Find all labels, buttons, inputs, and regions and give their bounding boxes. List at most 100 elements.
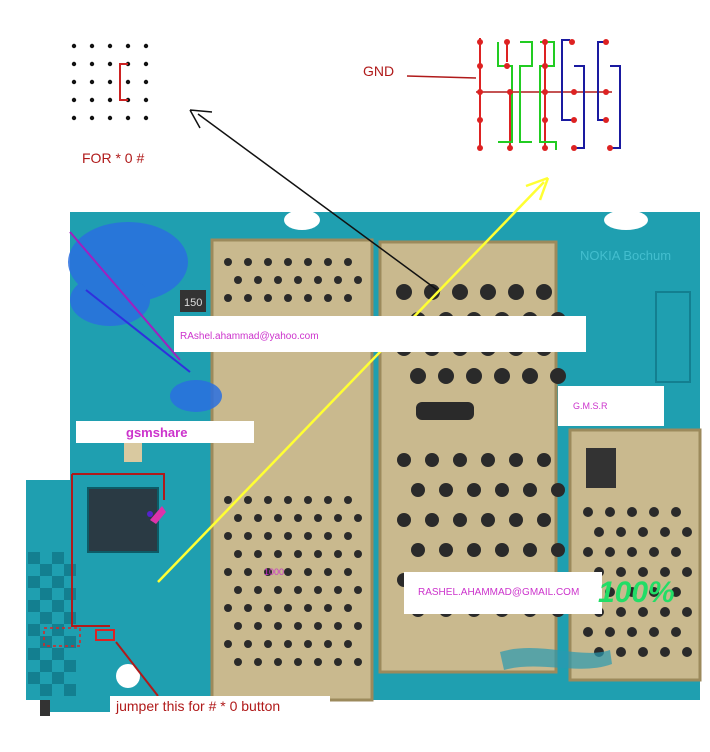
checker-cell: [52, 576, 64, 588]
shield-hole: [410, 368, 426, 384]
shield-hole: [264, 532, 272, 540]
shield-hole: [224, 532, 232, 540]
shield-hole: [284, 258, 292, 266]
shield-hole: [334, 550, 342, 558]
gsmshare-label: gsmshare: [126, 425, 188, 440]
checker-cell: [64, 588, 76, 600]
ic-chip: [87, 487, 159, 553]
checker-cell: [28, 672, 40, 684]
purple-dot: [147, 511, 153, 517]
shield-hole: [354, 550, 362, 558]
shield-hole: [354, 276, 362, 284]
yellow-arrow: [157, 181, 545, 583]
shield-hole: [354, 658, 362, 666]
shield-hole: [294, 514, 302, 522]
checker-cell: [64, 660, 76, 672]
shield-hole: [638, 647, 648, 657]
shield-hole: [234, 514, 242, 522]
shield-hole: [627, 587, 637, 597]
gnd-trace-schematic: [406, 38, 621, 151]
shield-hole: [324, 294, 332, 302]
shield-hole: [254, 276, 262, 284]
shield-hole: [627, 507, 637, 517]
keypad-dot: [71, 43, 77, 49]
shield-hole: [314, 276, 322, 284]
checker-cell: [28, 648, 40, 660]
keypad-dot: [89, 61, 95, 67]
shield-hole: [304, 294, 312, 302]
shield-slot: [416, 402, 474, 420]
shield-hole: [234, 550, 242, 558]
shield-hole: [244, 532, 252, 540]
shield-mark-label: 1000: [264, 567, 285, 577]
shield-hole: [334, 658, 342, 666]
shield-hole: [481, 513, 495, 527]
shield-hole: [649, 547, 659, 557]
shield-hole: [649, 627, 659, 637]
shield-hole: [264, 568, 272, 576]
shield-hole: [411, 543, 425, 557]
shield-hole: [616, 607, 626, 617]
shield-hole: [284, 532, 292, 540]
shield-hole: [467, 483, 481, 497]
for-code-label: FOR * 0 #: [82, 150, 145, 166]
shield-hole: [627, 547, 637, 557]
shield-hole: [439, 483, 453, 497]
shield-hole: [344, 496, 352, 504]
shield-hole: [314, 658, 322, 666]
shield-hole: [616, 647, 626, 657]
shield-hole: [480, 284, 496, 300]
shield-hole: [605, 627, 615, 637]
shield-hole: [583, 627, 593, 637]
shield-hole: [494, 368, 510, 384]
shield-hole: [254, 514, 262, 522]
shield-holes: [224, 258, 692, 666]
shield-hole: [324, 532, 332, 540]
shield-hole: [304, 640, 312, 648]
checker-cell: [64, 636, 76, 648]
shield-hole: [344, 640, 352, 648]
keypad-dot: [143, 61, 149, 67]
checker-cell: [28, 576, 40, 588]
gmsr-box: [558, 386, 664, 426]
shield-hole: [284, 640, 292, 648]
keypad-dot: [125, 43, 131, 49]
shield-hole: [244, 604, 252, 612]
keypad-dot: [143, 43, 149, 49]
shield-hole: [304, 496, 312, 504]
keypad-dot: [143, 115, 149, 121]
shield-hole: [452, 284, 468, 300]
yellow-arrowhead: [525, 176, 550, 201]
checker-cell: [40, 660, 52, 672]
shield-hole: [616, 527, 626, 537]
shield-hole: [522, 368, 538, 384]
shield-hole: [425, 453, 439, 467]
component-150-text: 150: [184, 297, 202, 309]
keypad-dot: [107, 79, 113, 85]
shield-hole: [324, 496, 332, 504]
shield-hole: [508, 284, 524, 300]
checker-cell: [28, 552, 40, 564]
keypad-dot: [143, 79, 149, 85]
magenta-mark: [150, 506, 166, 524]
shield-hole: [660, 647, 670, 657]
shield-hole: [396, 284, 412, 300]
checker-cell: [52, 552, 64, 564]
shield-hole: [264, 294, 272, 302]
gnd-label: GND: [363, 63, 395, 79]
shield-hole: [284, 604, 292, 612]
shield-hole: [523, 543, 537, 557]
checker-cell: [64, 612, 76, 624]
shield-hole: [344, 258, 352, 266]
gmsr-label: G.M.S.R: [573, 401, 608, 411]
shield-hole: [671, 587, 681, 597]
shield-hole: [244, 568, 252, 576]
shield-hole: [284, 568, 292, 576]
shield-hole: [537, 513, 551, 527]
shield-hole: [304, 532, 312, 540]
checker-cell: [52, 648, 64, 660]
red-trace-left: [71, 474, 110, 627]
checker-cell: [52, 672, 64, 684]
shield-hole: [397, 453, 411, 467]
